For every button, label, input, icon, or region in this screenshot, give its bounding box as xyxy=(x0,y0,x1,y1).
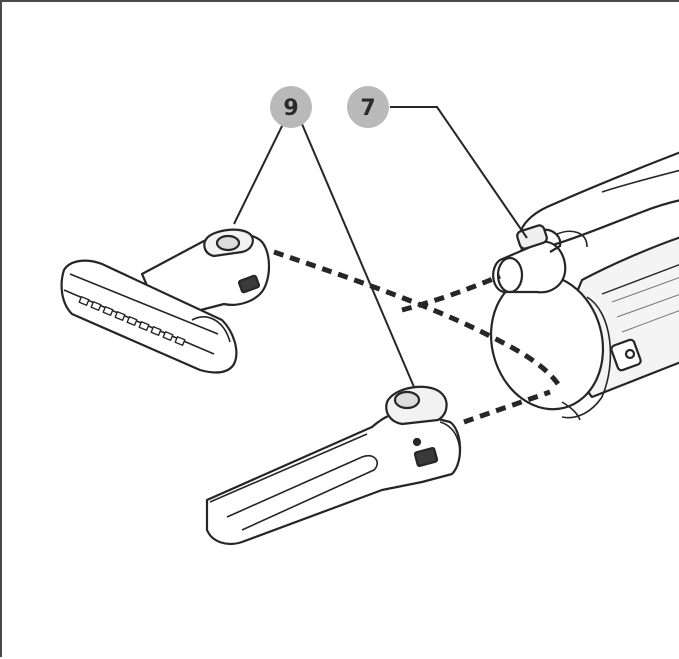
leader-7-nozzle xyxy=(390,106,528,239)
crevice-tool xyxy=(205,385,462,546)
assembly-dashed-lines xyxy=(273,249,561,425)
callout-badge-7: 7 xyxy=(347,86,389,128)
vacuum-body xyxy=(489,151,679,421)
leader-9-crevice xyxy=(301,123,415,388)
callout-badge-9: 9 xyxy=(270,86,312,128)
floor-brush-tool xyxy=(60,228,270,374)
callout-label-9: 9 xyxy=(283,96,298,121)
callout-label-7: 7 xyxy=(360,96,375,121)
leader-9-floor-brush xyxy=(233,121,285,225)
callout-leaders xyxy=(233,106,528,388)
